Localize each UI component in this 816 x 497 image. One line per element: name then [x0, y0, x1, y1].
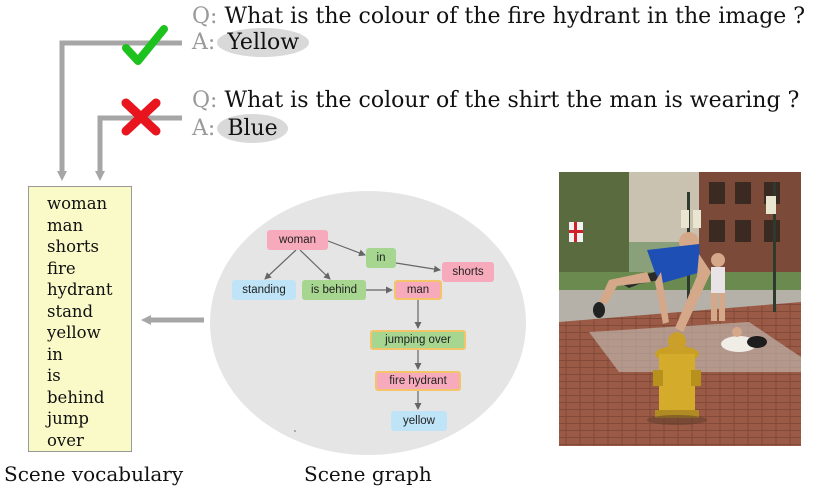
vocab-word: is	[47, 366, 61, 385]
arrow-answer1-to-vocab	[57, 40, 182, 181]
graph-dot	[294, 430, 296, 432]
vocabulary-caption: Scene vocabulary	[4, 462, 184, 486]
scene-graph-background	[210, 191, 526, 455]
vocab-word: hydrant	[47, 280, 113, 299]
vocab-word: stand	[47, 301, 94, 321]
edge-woman-standing	[264, 249, 297, 280]
node-woman: woman	[267, 230, 328, 250]
vocab-word: shorts	[47, 237, 100, 256]
node-in: in	[366, 248, 396, 268]
edge-woman-isbehind	[299, 249, 331, 280]
vocab-word: in	[47, 344, 63, 364]
answer-2: A:Blue	[192, 114, 288, 143]
scene-photo	[559, 172, 801, 446]
node-man: man	[394, 280, 442, 300]
vocab-word: man	[47, 215, 84, 235]
question-1: Q: What is the colour of the fire hydran…	[192, 4, 805, 30]
vocab-word: jump	[47, 409, 89, 428]
scene-vocabulary-box: woman man shorts fire hydrant stand yell…	[28, 186, 132, 452]
answer-1: A:Yellow	[192, 28, 310, 57]
photo-illustration	[559, 172, 801, 446]
q-prefix: Q:	[192, 4, 218, 29]
edge-woman-in	[327, 240, 366, 257]
node-yellow: yellow	[391, 411, 447, 431]
scene-graph-caption: Scene graph	[304, 462, 432, 486]
q-prefix: Q:	[192, 88, 218, 113]
question-2: Q: What is the colour of the shirt the m…	[192, 88, 799, 114]
arrow-answer2-to-vocab	[95, 115, 182, 181]
answer-bubble: Yellow	[217, 28, 310, 57]
answer-bubble: Blue	[217, 114, 288, 143]
vocab-word: behind	[47, 387, 105, 407]
a-prefix: A:	[192, 116, 216, 141]
vocab-word: yellow	[47, 323, 101, 342]
node-standing: standing	[232, 280, 296, 300]
question-text: What is the colour of the shirt the man …	[224, 88, 800, 113]
vocab-word: woman	[47, 194, 108, 213]
edge-in-shorts	[395, 262, 441, 273]
node-shorts: shorts	[442, 262, 494, 282]
node-fire-hydrant: fire hydrant	[375, 371, 461, 391]
node-is-behind: is behind	[302, 280, 366, 300]
vocabulary-list: woman man shorts fire hydrant stand yell…	[29, 187, 131, 451]
question-text: What is the colour of the fire hydrant i…	[224, 4, 806, 29]
checkmark-icon	[122, 25, 168, 65]
cross-icon	[121, 98, 161, 136]
node-jumping-over: jumping over	[370, 330, 466, 350]
vocab-word: over	[47, 430, 84, 450]
a-prefix: A:	[192, 30, 216, 55]
vocab-word: fire	[47, 258, 76, 278]
